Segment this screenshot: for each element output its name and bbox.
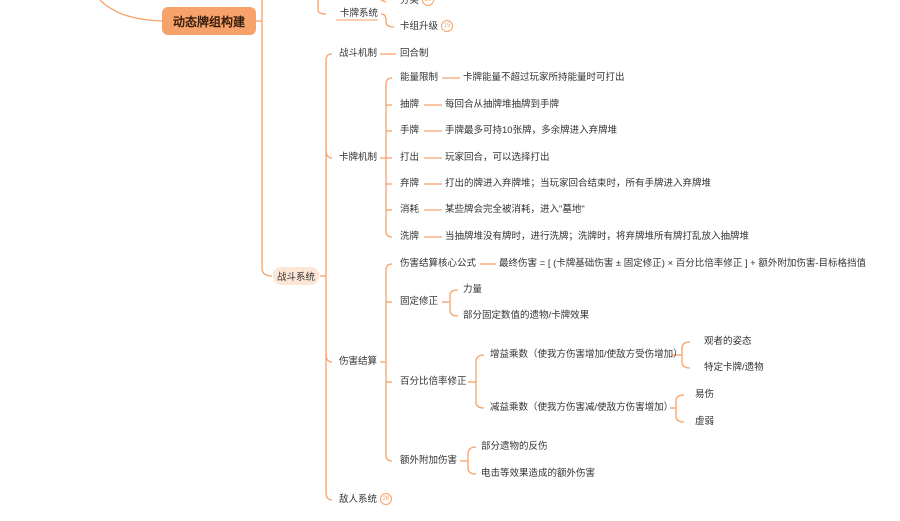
category-label: 分类 <box>400 0 420 6</box>
gain-a-label: 观者的姿态 <box>704 336 752 347</box>
node-card-item-desc[interactable]: 玩家回合，可以选择打出 <box>445 151 550 165</box>
loss-multiplier-label: 减益乘数（使我方伤害减/使敌方伤害增加） <box>490 402 674 413</box>
strength-label: 力量 <box>463 284 483 295</box>
damage-settlement-label: 伤害结算 <box>339 356 378 367</box>
card-system-label: 卡牌系统 <box>340 8 379 19</box>
fixed-relics-label: 部分固定数值的遗物/卡牌效果 <box>463 310 590 321</box>
card-mechanism-label: 卡牌机制 <box>339 152 378 163</box>
node-gain-a[interactable]: 观者的姿态 <box>704 335 752 349</box>
node-card-item[interactable]: 能量限制 <box>400 71 438 85</box>
node-card-item[interactable]: 消耗 <box>400 203 419 217</box>
battle-mechanism-label: 战斗机制 <box>339 48 378 59</box>
node-damage-settlement[interactable]: 伤害结算 <box>339 355 377 369</box>
card-item-desc: 每回合从抽牌堆抽牌到手牌 <box>445 99 560 110</box>
count-badge[interactable]: 20 <box>422 0 435 7</box>
node-card-item-desc[interactable]: 打出的牌进入弃牌堆；当玩家回合结束时，所有手牌进入弃牌堆 <box>445 177 711 191</box>
node-card-item-desc[interactable]: 某些牌会完全被消耗，进入"墓地" <box>445 203 585 217</box>
card-item-label: 消耗 <box>400 204 420 215</box>
card-item-label: 抽牌 <box>400 99 420 110</box>
node-card-mechanism[interactable]: 卡牌机制 <box>339 151 377 165</box>
card-item-label: 手牌 <box>400 125 420 136</box>
loss-a-label: 易伤 <box>695 389 715 400</box>
deck-upgrade-label: 卡组升级 <box>400 21 439 32</box>
node-extra-a[interactable]: 部分遗物的反伤 <box>481 440 548 454</box>
card-item-desc: 当抽牌堆没有牌时，进行洗牌；洗牌时，将弃牌堆所有牌打乱放入抽牌堆 <box>445 231 750 242</box>
node-card-item-desc[interactable]: 手牌最多可持10张牌，多余牌进入弃牌堆 <box>445 124 617 138</box>
extra-damage-label: 额外附加伤害 <box>400 455 458 466</box>
node-card-item[interactable]: 手牌 <box>400 124 419 138</box>
node-gain-multiplier[interactable]: 增益乘数（使我方伤害增加/使敌方受伤增加） <box>490 348 683 362</box>
node-card-item[interactable]: 洗牌 <box>400 230 419 244</box>
node-card-item[interactable]: 打出 <box>400 151 419 165</box>
node-percent-correction[interactable]: 百分比倍率修正 <box>400 375 467 389</box>
core-formula-label: 伤害结算核心公式 <box>400 258 477 269</box>
battle-system-label: 战斗系统 <box>276 272 315 283</box>
node-strength[interactable]: 力量 <box>463 283 482 297</box>
percent-correction-label: 百分比倍率修正 <box>400 376 467 387</box>
node-formula-text[interactable]: 最终伤害 = [ (卡牌基础伤害 ± 固定修正) × 百分比倍率修正 ] + 额… <box>499 257 866 271</box>
card-item-label: 洗牌 <box>400 231 420 242</box>
card-item-desc: 卡牌能量不超过玩家所持能量时可打出 <box>463 72 625 83</box>
fixed-correction-label: 固定修正 <box>400 296 439 307</box>
card-item-label: 打出 <box>400 152 420 163</box>
node-core-formula[interactable]: 伤害结算核心公式 <box>400 257 476 271</box>
node-loss-a[interactable]: 易伤 <box>695 388 714 402</box>
node-gain-b[interactable]: 特定卡牌/遗物 <box>704 361 764 375</box>
root-label: 动态牌组构建 <box>172 14 245 29</box>
node-battle-system[interactable]: 战斗系统 <box>273 267 319 285</box>
card-item-desc: 打出的牌进入弃牌堆；当玩家回合结束时，所有手牌进入弃牌堆 <box>445 178 712 189</box>
node-card-item[interactable]: 弃牌 <box>400 177 419 191</box>
card-item-label: 弃牌 <box>400 178 420 189</box>
node-card-item-desc[interactable]: 每回合从抽牌堆抽牌到手牌 <box>445 98 559 112</box>
node-battle-mechanism[interactable]: 战斗机制 <box>339 47 377 61</box>
count-badge[interactable]: 15 <box>441 20 454 33</box>
node-extra-damage[interactable]: 额外附加伤害 <box>400 454 457 468</box>
node-fixed-correction[interactable]: 固定修正 <box>400 295 438 309</box>
turn-based-label: 回合制 <box>400 48 429 59</box>
extra-b-label: 电击等效果造成的额外伤害 <box>481 468 596 479</box>
node-card-system[interactable]: 卡牌系统 <box>340 7 378 21</box>
extra-a-label: 部分遗物的反伤 <box>481 441 548 452</box>
node-loss-b[interactable]: 虚弱 <box>695 415 714 429</box>
card-item-desc: 玩家回合，可以选择打出 <box>445 152 550 163</box>
node-loss-multiplier[interactable]: 减益乘数（使我方伤害减/使敌方伤害增加） <box>490 401 673 415</box>
node-card-item-desc[interactable]: 卡牌能量不超过玩家所持能量时可打出 <box>463 71 625 85</box>
loss-b-label: 虚弱 <box>695 416 715 427</box>
node-card-item-desc[interactable]: 当抽牌堆没有牌时，进行洗牌；洗牌时，将弃牌堆所有牌打乱放入抽牌堆 <box>445 230 749 244</box>
card-item-desc: 某些牌会完全被消耗，进入"墓地" <box>445 204 585 215</box>
node-fixed-relics[interactable]: 部分固定数值的遗物/卡牌效果 <box>463 309 589 323</box>
gain-b-label: 特定卡牌/遗物 <box>704 362 764 373</box>
enemy-system-label: 敌人系统 <box>339 494 378 505</box>
card-item-desc: 手牌最多可持10张牌，多余牌进入弃牌堆 <box>445 125 618 136</box>
card-item-label: 能量限制 <box>400 72 439 83</box>
formula-text: 最终伤害 = [ (卡牌基础伤害 ± 固定修正) × 百分比倍率修正 ] + 额… <box>499 258 867 269</box>
node-card-item[interactable]: 抽牌 <box>400 98 419 112</box>
node-extra-b[interactable]: 电击等效果造成的额外伤害 <box>481 467 595 481</box>
node-turn-based[interactable]: 回合制 <box>400 47 429 61</box>
gain-multiplier-label: 增益乘数（使我方伤害增加/使敌方受伤增加） <box>490 349 683 360</box>
root-node[interactable]: 动态牌组构建 <box>162 7 256 35</box>
count-badge[interactable]: 26 <box>380 493 393 506</box>
